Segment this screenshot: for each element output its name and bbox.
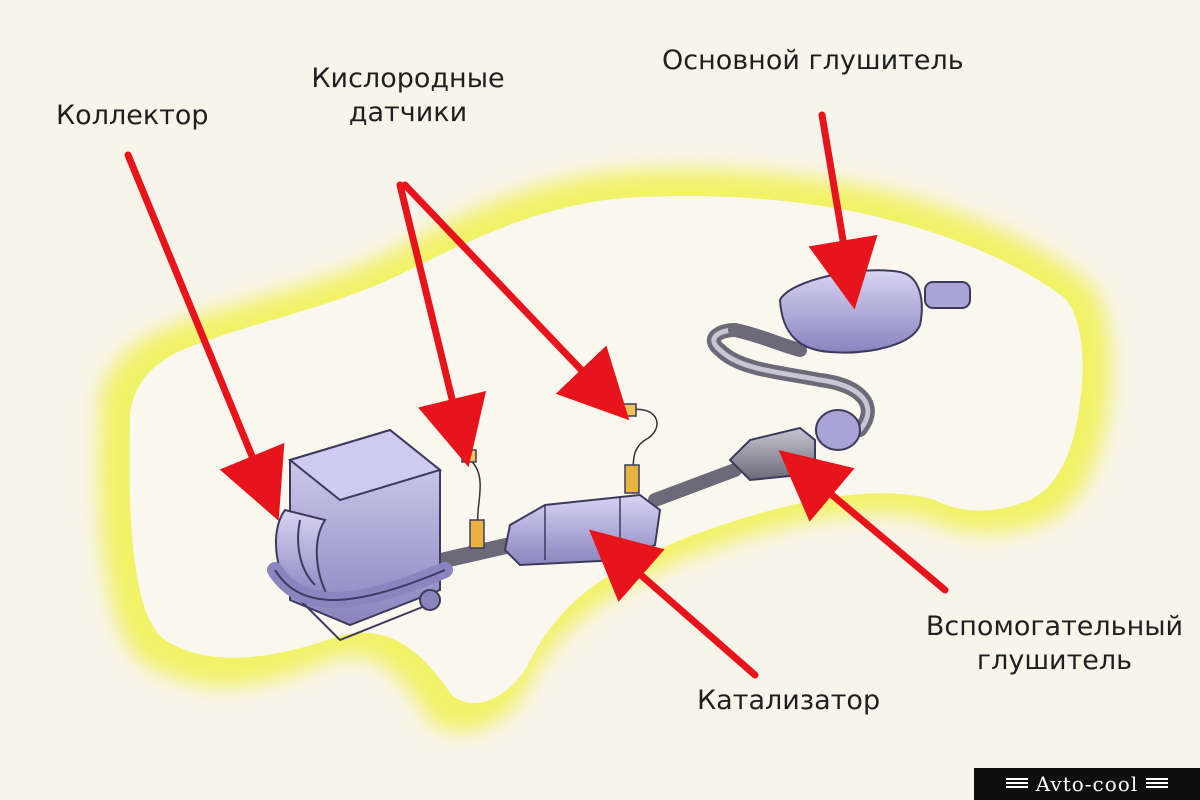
mid-to-rear-pipe xyxy=(728,323,807,357)
watermark-text: Avto-cool xyxy=(1035,772,1139,796)
watermark-lines-icon xyxy=(1146,778,1169,790)
arrow-aux-muffler xyxy=(778,449,949,594)
arrow-oxygen-front xyxy=(396,181,487,468)
label-collector: Коллектор xyxy=(56,100,209,131)
front-pipe xyxy=(437,537,518,568)
exhaust-manifold xyxy=(267,508,453,608)
label-oxygen-sensors-line1: Кислородные xyxy=(311,63,505,94)
exhaust-pipes xyxy=(437,323,875,568)
rear-pipe-highlight xyxy=(711,327,871,433)
arrow-oxygen-rear xyxy=(401,181,630,421)
arrow-collector xyxy=(124,151,285,521)
label-main-muffler: Основной глушитель xyxy=(662,45,964,76)
label-auxiliary-muffler: Вспомогательный глушитель xyxy=(912,610,1197,678)
mid-pipe xyxy=(648,463,742,507)
label-auxiliary-muffler-line1: Вспомогательный xyxy=(925,611,1184,642)
label-oxygen-sensors: Кислородные датчики xyxy=(300,62,516,130)
watermark-lines-icon xyxy=(1005,778,1028,790)
label-catalyst: Катализатор xyxy=(697,685,881,716)
engine-block xyxy=(287,428,443,642)
watermark-logo: Avto-cool xyxy=(974,768,1200,800)
pointer-arrows xyxy=(124,111,949,679)
arrow-main-muffler xyxy=(808,111,878,310)
label-oxygen-sensors-line2: датчики xyxy=(348,97,468,128)
arrow-catalyst xyxy=(588,529,759,679)
label-auxiliary-muffler-line2: глушитель xyxy=(976,645,1133,676)
